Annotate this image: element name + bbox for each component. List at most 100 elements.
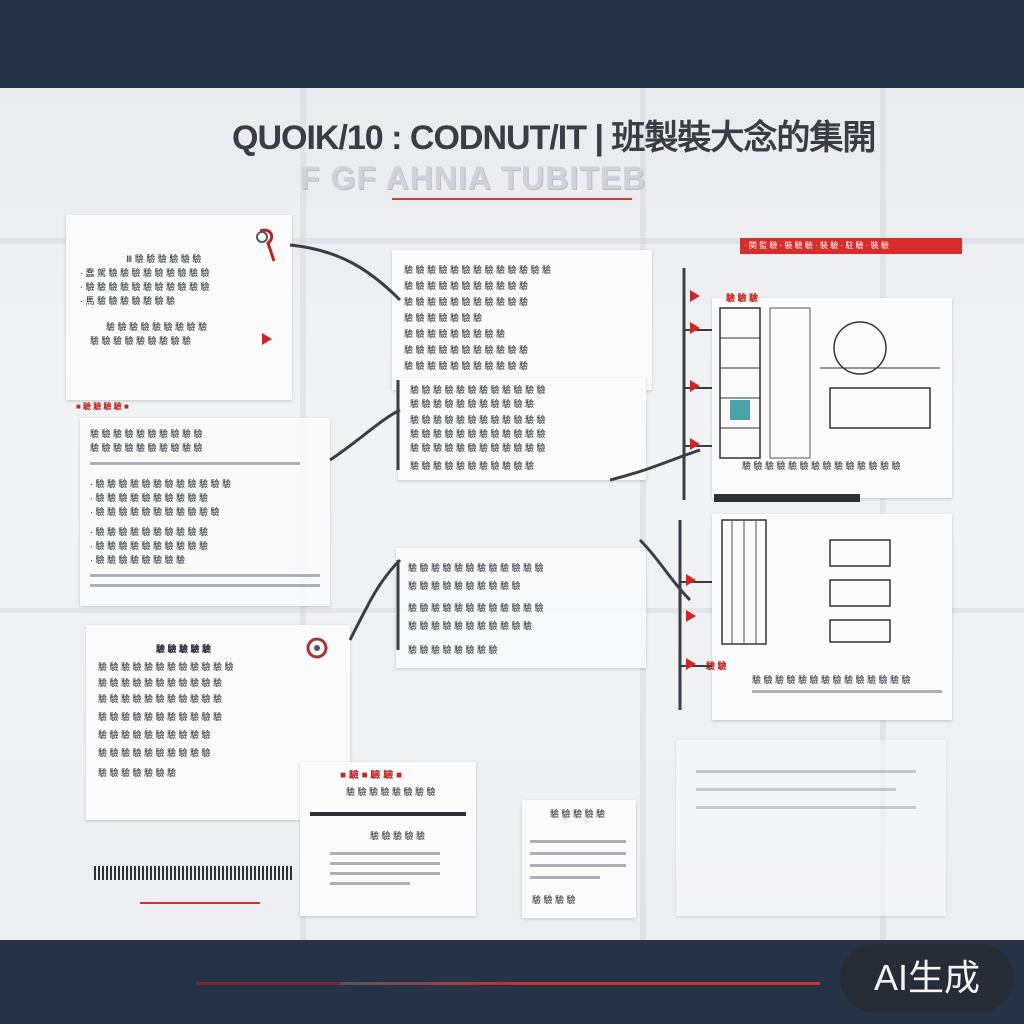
machine-diagram-icon xyxy=(719,307,940,459)
text-rule xyxy=(696,806,916,809)
card-6-line: 驗 驗 驗 驗 驗 驗 驗 驗 驗 驗 xyxy=(98,748,211,758)
card-2-line: 驗 驗 驗 驗 驗 驗 驗 驗 驗 驗 xyxy=(90,429,203,439)
text-rule xyxy=(330,872,440,875)
card-5-line: 驗 驗 驗 驗 驗 驗 驗 驗 xyxy=(408,645,498,655)
machine-diagram-icon xyxy=(721,519,891,645)
red-arrow-icon xyxy=(690,380,700,392)
red-arrow-icon xyxy=(686,574,696,586)
diagram-bottom-caption: 驗 驗 驗 驗 驗 驗 驗 驗 驗 驗 驗 驗 驗 驗 xyxy=(752,675,911,685)
card-4-line: 驗 驗 驗 驗 驗 驗 驗 驗 驗 驗 驗 驗 xyxy=(410,443,546,453)
diagram-bottom-label: 驗 驗 xyxy=(706,661,727,671)
poster-subtitle: F GF AHNIA TUBITEB xyxy=(300,160,647,196)
text-rule xyxy=(696,788,896,791)
card-5: 驗 驗 驗 驗 驗 驗 驗 驗 驗 驗 驗 驗 驗 驗 驗 驗 驗 驗 驗 驗 … xyxy=(396,548,646,668)
card-2: 驗 驗 驗 驗 驗 驗 驗 驗 驗 驗 驗 驗 驗 驗 驗 驗 驗 驗 驗 驗 … xyxy=(80,418,330,606)
card-3-line: 驗 驗 驗 驗 驗 驗 驗 驗 驗 驗 驗 驗 驗 xyxy=(404,265,552,275)
card-1-line: 驗 驗 驗 驗 驗 驗 驗 驗 驗 xyxy=(90,336,192,346)
text-rule xyxy=(330,862,440,865)
poster-title: QUOIK/10 : CODNUT/IT | 班製裝大念的集開 xyxy=(232,119,876,157)
dark-rule xyxy=(714,494,860,502)
text-rule xyxy=(330,882,410,885)
diagram-panel-bottom: 驗 驗 驗 驗 驗 驗 驗 驗 驗 驗 驗 驗 驗 驗 驗 驗 xyxy=(706,514,952,720)
card-2-line: · 驗 驗 驗 驗 驗 驗 驗 驗 驗 驗 xyxy=(90,493,209,503)
dark-rule xyxy=(310,812,466,816)
card-7: ■ 驗 ■ 驗 驗 ■ 驗 驗 驗 驗 驗 驗 驗 驗 驗 驗 驗 驗 驗 xyxy=(300,762,476,916)
red-arrow-icon xyxy=(690,322,700,334)
card-6-line: 驗 驗 驗 驗 驗 驗 驗 驗 驗 驗 xyxy=(98,730,211,740)
card-3-line: 驗 驗 驗 驗 驗 驗 驗 驗 驗 驗 驗 xyxy=(404,361,529,371)
card-3-line: 驗 驗 驗 驗 驗 驗 驗 xyxy=(404,313,483,323)
card-8: 驗 驗 驗 驗 驗 驗 驗 驗 驗 xyxy=(522,800,636,918)
text-rule xyxy=(90,462,300,465)
card-1-line: Ⅲ 驗 驗 驗 驗 驗 驗 xyxy=(126,254,202,264)
card-1-line: · 馬 驗 驗 驗 驗 驗 驗 驗 xyxy=(80,296,176,306)
text-rule xyxy=(90,574,320,577)
card-1: Ⅲ 驗 驗 驗 驗 驗 驗 · 蠢 駕 驗 驗 驗 驗 驗 驗 驗 驗 驗 · … xyxy=(66,215,292,400)
card-1-line: 驗 驗 驗 驗 驗 驗 驗 驗 驗 xyxy=(106,322,208,332)
text-rule xyxy=(752,690,942,693)
card-4: 驗 驗 驗 驗 驗 驗 驗 驗 驗 驗 驗 驗 驗 驗 驗 驗 驗 驗 驗 驗 … xyxy=(398,378,646,480)
text-rule xyxy=(530,864,626,867)
text-rule xyxy=(530,840,626,843)
red-arrow-icon xyxy=(686,610,696,622)
card-2-line: · 驗 驗 驗 驗 驗 驗 驗 驗 驗 驗 驗 xyxy=(90,507,220,517)
red-arrow-icon xyxy=(690,438,700,450)
card-2-line: · 驗 驗 驗 驗 驗 驗 驗 驗 驗 驗 xyxy=(90,527,209,537)
card-7-sub: 驗 驗 驗 驗 驗 xyxy=(370,831,426,841)
wrench-icon xyxy=(256,228,276,262)
card-5-line: 驗 驗 驗 驗 驗 驗 驗 驗 驗 驗 xyxy=(408,581,521,591)
card-2-line: · 驗 驗 驗 驗 驗 驗 驗 驗 xyxy=(90,555,186,565)
card-1-line: · 驗 驗 驗 驗 驗 驗 驗 驗 驗 驗 驗 xyxy=(80,282,210,292)
diagram-panel-top: 驗 驗 驗 驗 驗 驗 驗 驗 驗 驗 驗 驗 驗 驗 驗 驗 驗 xyxy=(712,293,952,498)
card-3: 驗 驗 驗 驗 驗 驗 驗 驗 驗 驗 驗 驗 驗 驗 驗 驗 驗 驗 驗 驗 … xyxy=(392,250,652,390)
card-7-head: ■ 驗 ■ 驗 驗 ■ xyxy=(340,770,403,781)
card-1-line: · 蠢 駕 驗 驗 驗 驗 驗 驗 驗 驗 驗 xyxy=(80,268,210,278)
subtitle-underline xyxy=(392,198,632,200)
card-6-line: 驗 驗 驗 驗 驗 驗 驗 驗 驗 驗 驗 xyxy=(98,694,223,704)
bg-column xyxy=(640,88,646,940)
card-2-line: · 驗 驗 驗 驗 驗 驗 驗 驗 驗 驗 驗 驗 xyxy=(90,479,232,489)
card-2-line: · 驗 驗 驗 驗 驗 驗 驗 驗 驗 驗 xyxy=(90,541,209,551)
card-6-line: 驗 驗 驗 驗 驗 驗 驗 xyxy=(98,768,177,778)
text-rule xyxy=(90,584,320,587)
card-3-line: 驗 驗 驗 驗 驗 驗 驗 驗 驗 驗 驗 xyxy=(404,297,529,307)
card-1-tag: ■ 驗 驗 驗 驗 ■ xyxy=(76,402,129,411)
text-rule xyxy=(330,852,440,855)
ai-generated-badge: AI生成 xyxy=(840,944,1014,1012)
card-5-line: 驗 驗 驗 驗 驗 驗 驗 驗 驗 驗 驗 驗 xyxy=(408,603,544,613)
card-4-line: 驗 驗 驗 驗 驗 驗 驗 驗 驗 驗 驗 xyxy=(410,399,535,409)
card-6-line: 驗 驗 驗 驗 驗 驗 驗 驗 驗 驗 驗 驗 xyxy=(98,662,234,672)
gear-icon xyxy=(306,637,328,659)
card-6-line: 驗 驗 驗 驗 驗 驗 驗 驗 驗 驗 驗 xyxy=(98,712,223,722)
card-4-line: 驗 驗 驗 驗 驗 驗 驗 驗 驗 驗 驗 驗 xyxy=(410,385,546,395)
card-6-head: 驗 驗 驗 驗 驗 xyxy=(156,644,212,654)
bg-beam xyxy=(0,238,1024,244)
card-3-line: 驗 驗 驗 驗 驗 驗 驗 驗 驗 驗 驗 xyxy=(404,345,529,355)
card-4-line: 驗 驗 驗 驗 驗 驗 驗 驗 驗 驗 驗 驗 xyxy=(410,415,546,425)
diagram-top-label: 驗 驗 驗 xyxy=(726,293,759,303)
red-arrow-icon xyxy=(690,290,700,302)
red-underline xyxy=(140,902,260,904)
card-8-foot: 驗 驗 驗 驗 xyxy=(532,895,576,905)
barcode-rule xyxy=(94,866,294,880)
card-4-line: 驗 驗 驗 驗 驗 驗 驗 驗 驗 驗 驗 xyxy=(410,461,535,471)
text-rule xyxy=(530,852,626,855)
right-header-bar xyxy=(740,238,962,254)
card-5-line: 驗 驗 驗 驗 驗 驗 驗 驗 驗 驗 驗 驗 xyxy=(408,563,544,573)
bottom-rule xyxy=(340,982,820,985)
diagram-top-caption: 驗 驗 驗 驗 驗 驗 驗 驗 驗 驗 驗 驗 驗 驗 xyxy=(742,461,901,471)
card-4-line: 驗 驗 驗 驗 驗 驗 驗 驗 驗 驗 驗 驗 xyxy=(410,429,546,439)
bottom-rule-left xyxy=(196,982,356,985)
red-arrow-icon xyxy=(262,333,272,345)
text-rule xyxy=(696,770,916,773)
card-7-line: 驗 驗 驗 驗 驗 驗 驗 驗 xyxy=(346,787,436,797)
card-3-line: 驗 驗 驗 驗 驗 驗 驗 驗 驗 xyxy=(404,329,506,339)
right-header-text: · 関 監 驗 · 裝 驗 驗 · 裝 驗 · 駐 驗 · 裝 驗 xyxy=(744,241,889,250)
card-5-line: 驗 驗 驗 驗 驗 驗 驗 驗 驗 驗 驗 xyxy=(408,621,533,631)
text-rule xyxy=(530,876,600,879)
card-8-sub: 驗 驗 驗 驗 驗 xyxy=(550,809,606,819)
card-6-line: 驗 驗 驗 驗 驗 驗 驗 驗 驗 驗 驗 xyxy=(98,678,223,688)
card-2-line: 驗 驗 驗 驗 驗 驗 驗 驗 驗 驗 xyxy=(90,443,203,453)
red-arrow-icon xyxy=(686,658,696,670)
